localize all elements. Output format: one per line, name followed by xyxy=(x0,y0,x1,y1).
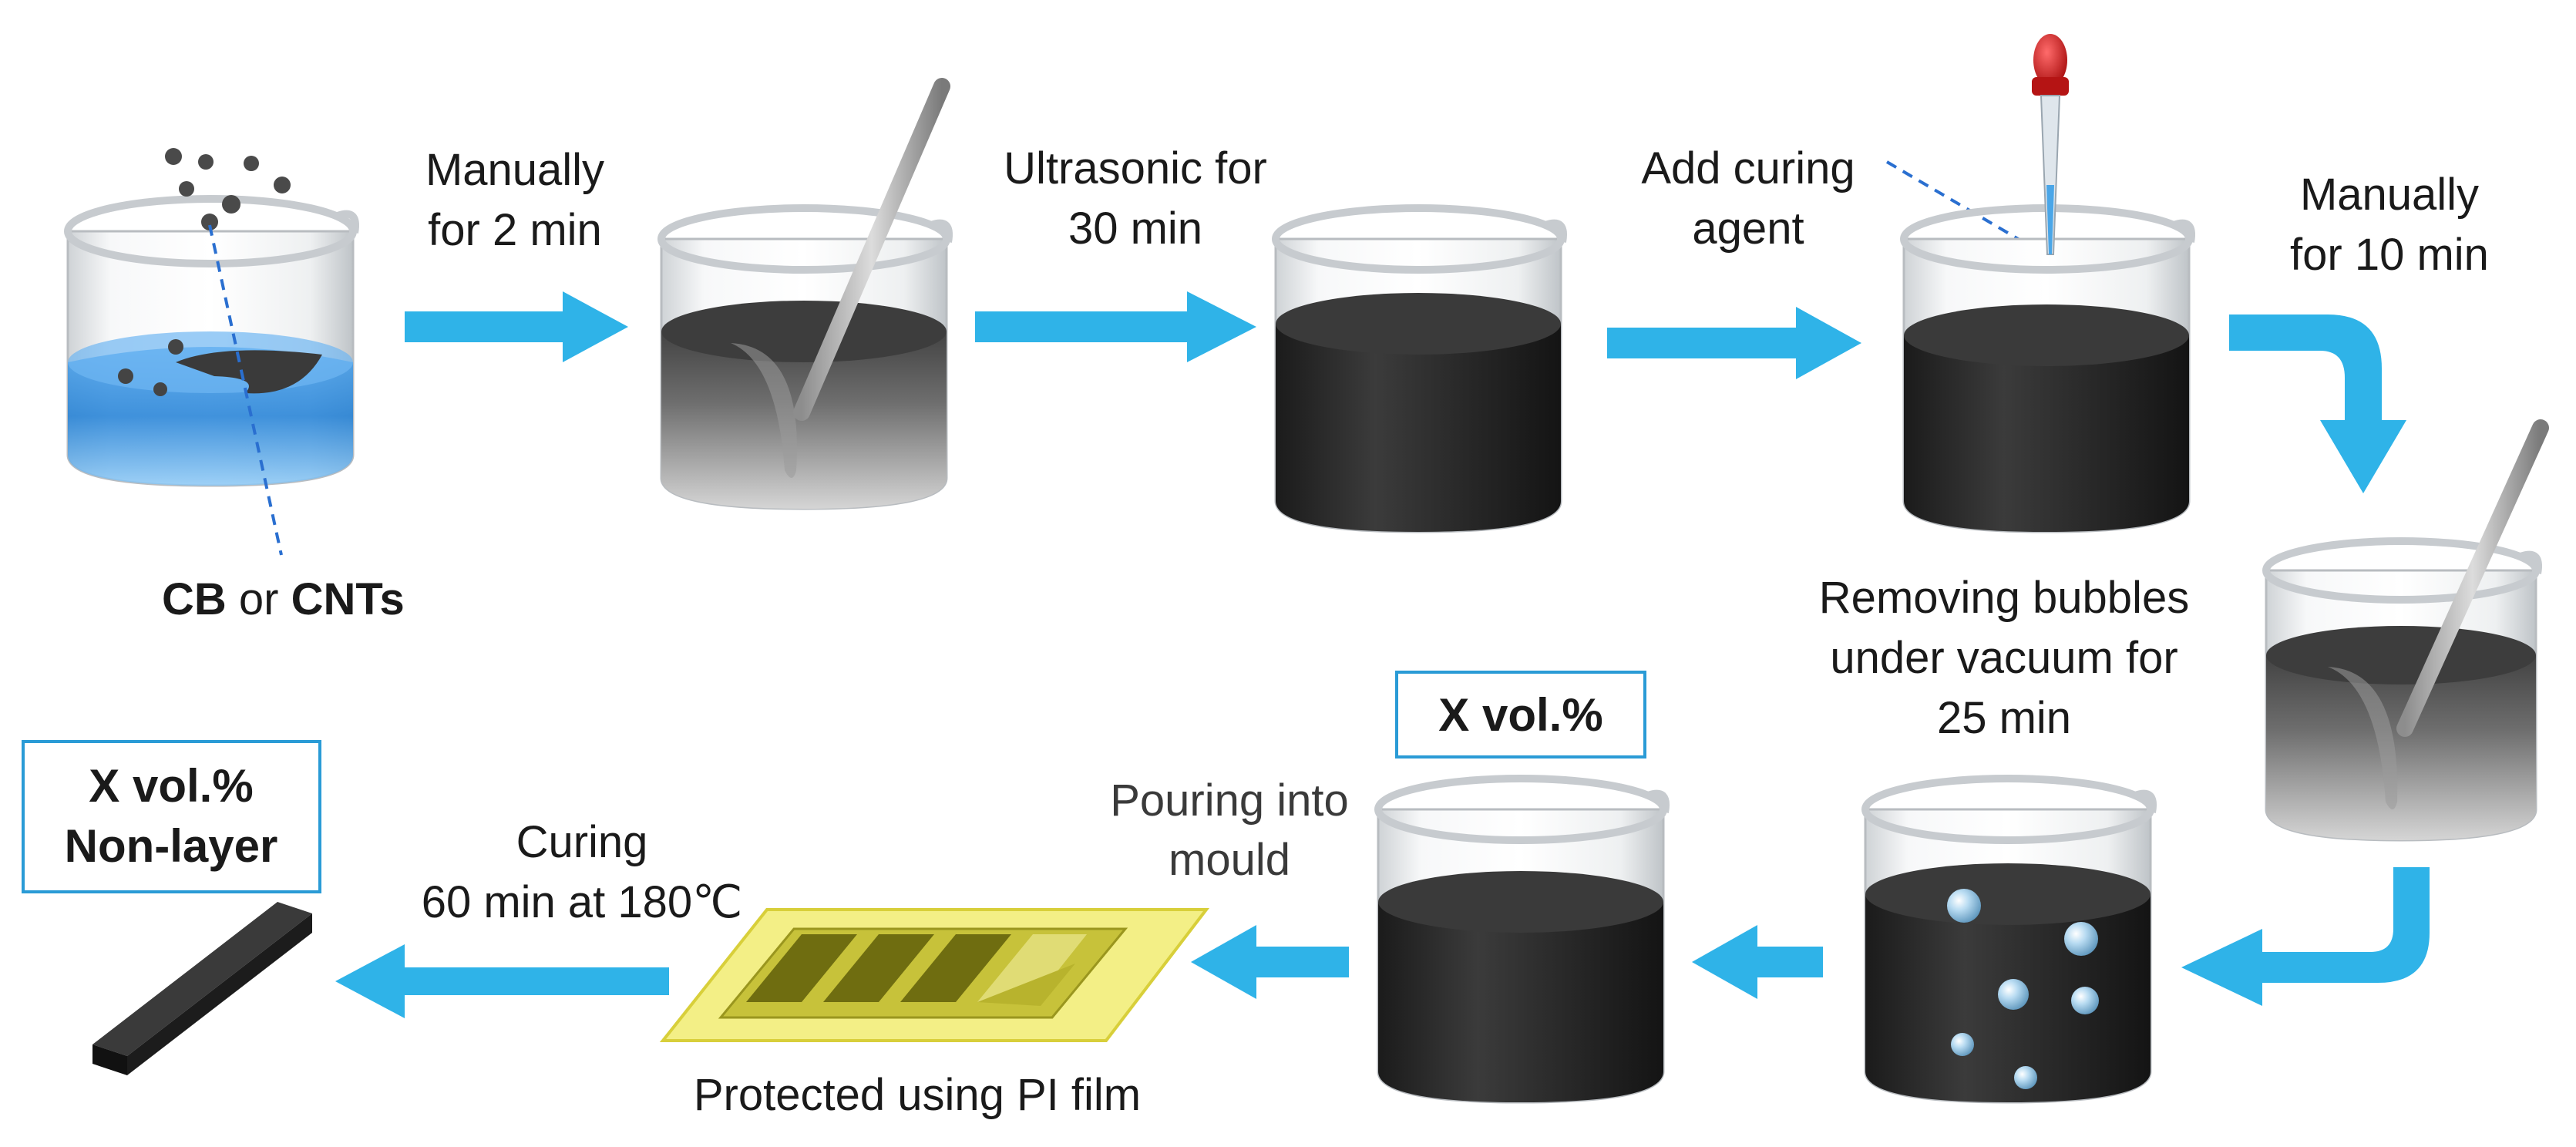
manual-10min-line1: Manually xyxy=(2300,170,2479,220)
arrow-icon xyxy=(405,291,628,362)
arrow-icon xyxy=(2229,314,2406,493)
xvol-box xyxy=(1395,671,1646,758)
bubble-icon xyxy=(1947,889,2099,1089)
beaker-icon xyxy=(2262,537,2542,842)
stirring-rod-icon xyxy=(2396,419,2549,737)
manual-2min-line1: Manually xyxy=(425,145,604,195)
result-box xyxy=(22,740,321,893)
manual-10min-line2: for 10 min xyxy=(2290,230,2489,280)
bubbles-line3: 25 min xyxy=(1937,693,2071,743)
beaker-icon xyxy=(64,195,359,487)
bubbles-line2: under vacuum for xyxy=(1830,633,2177,683)
curing-line2: 60 min at 180℃ xyxy=(422,877,743,927)
manual-2min-line2: for 2 min xyxy=(428,205,602,255)
curing-agent-pointer xyxy=(1885,160,2030,247)
beaker-icon xyxy=(1272,204,1567,533)
composite-strip-icon xyxy=(92,902,312,1075)
protected-label: Protected using PI film xyxy=(694,1070,1141,1120)
pouring-line1: Pouring into xyxy=(1110,775,1349,826)
cb-label: CB or CNTs xyxy=(162,574,405,624)
arrow-icon xyxy=(975,291,1256,362)
ultrasonic-line2: 30 min xyxy=(1068,204,1202,254)
arrow-icon xyxy=(2181,867,2430,1006)
cb-pointer-line xyxy=(208,224,283,556)
mould-icon xyxy=(659,908,1210,1042)
arrow-icon xyxy=(335,944,669,1018)
curing-line1: Curing xyxy=(516,817,648,867)
curing-agent-line2: agent xyxy=(1692,204,1804,254)
ultrasonic-line1: Ultrasonic for xyxy=(1004,143,1267,193)
beaker-icon xyxy=(1374,775,1670,1104)
beaker-icon xyxy=(1861,775,2157,1104)
result-line1: X vol.% xyxy=(89,760,253,812)
result-line2: Non-layer xyxy=(65,820,278,872)
curing-agent-line1: Add curing xyxy=(1641,143,1855,193)
beaker-icon xyxy=(657,204,953,510)
arrow-icon xyxy=(1607,307,1861,379)
bubbles-line1: Removing bubbles xyxy=(1819,573,2189,623)
arrow-icon xyxy=(1191,925,1349,999)
stirring-rod-icon xyxy=(793,78,950,421)
particles xyxy=(165,148,291,230)
xvol-label: X vol.% xyxy=(1438,689,1602,741)
pouring-line2: mould xyxy=(1169,835,1290,885)
beaker-icon xyxy=(1900,204,2195,533)
dropper-icon xyxy=(2032,34,2069,255)
arrow-icon xyxy=(1692,925,1823,999)
